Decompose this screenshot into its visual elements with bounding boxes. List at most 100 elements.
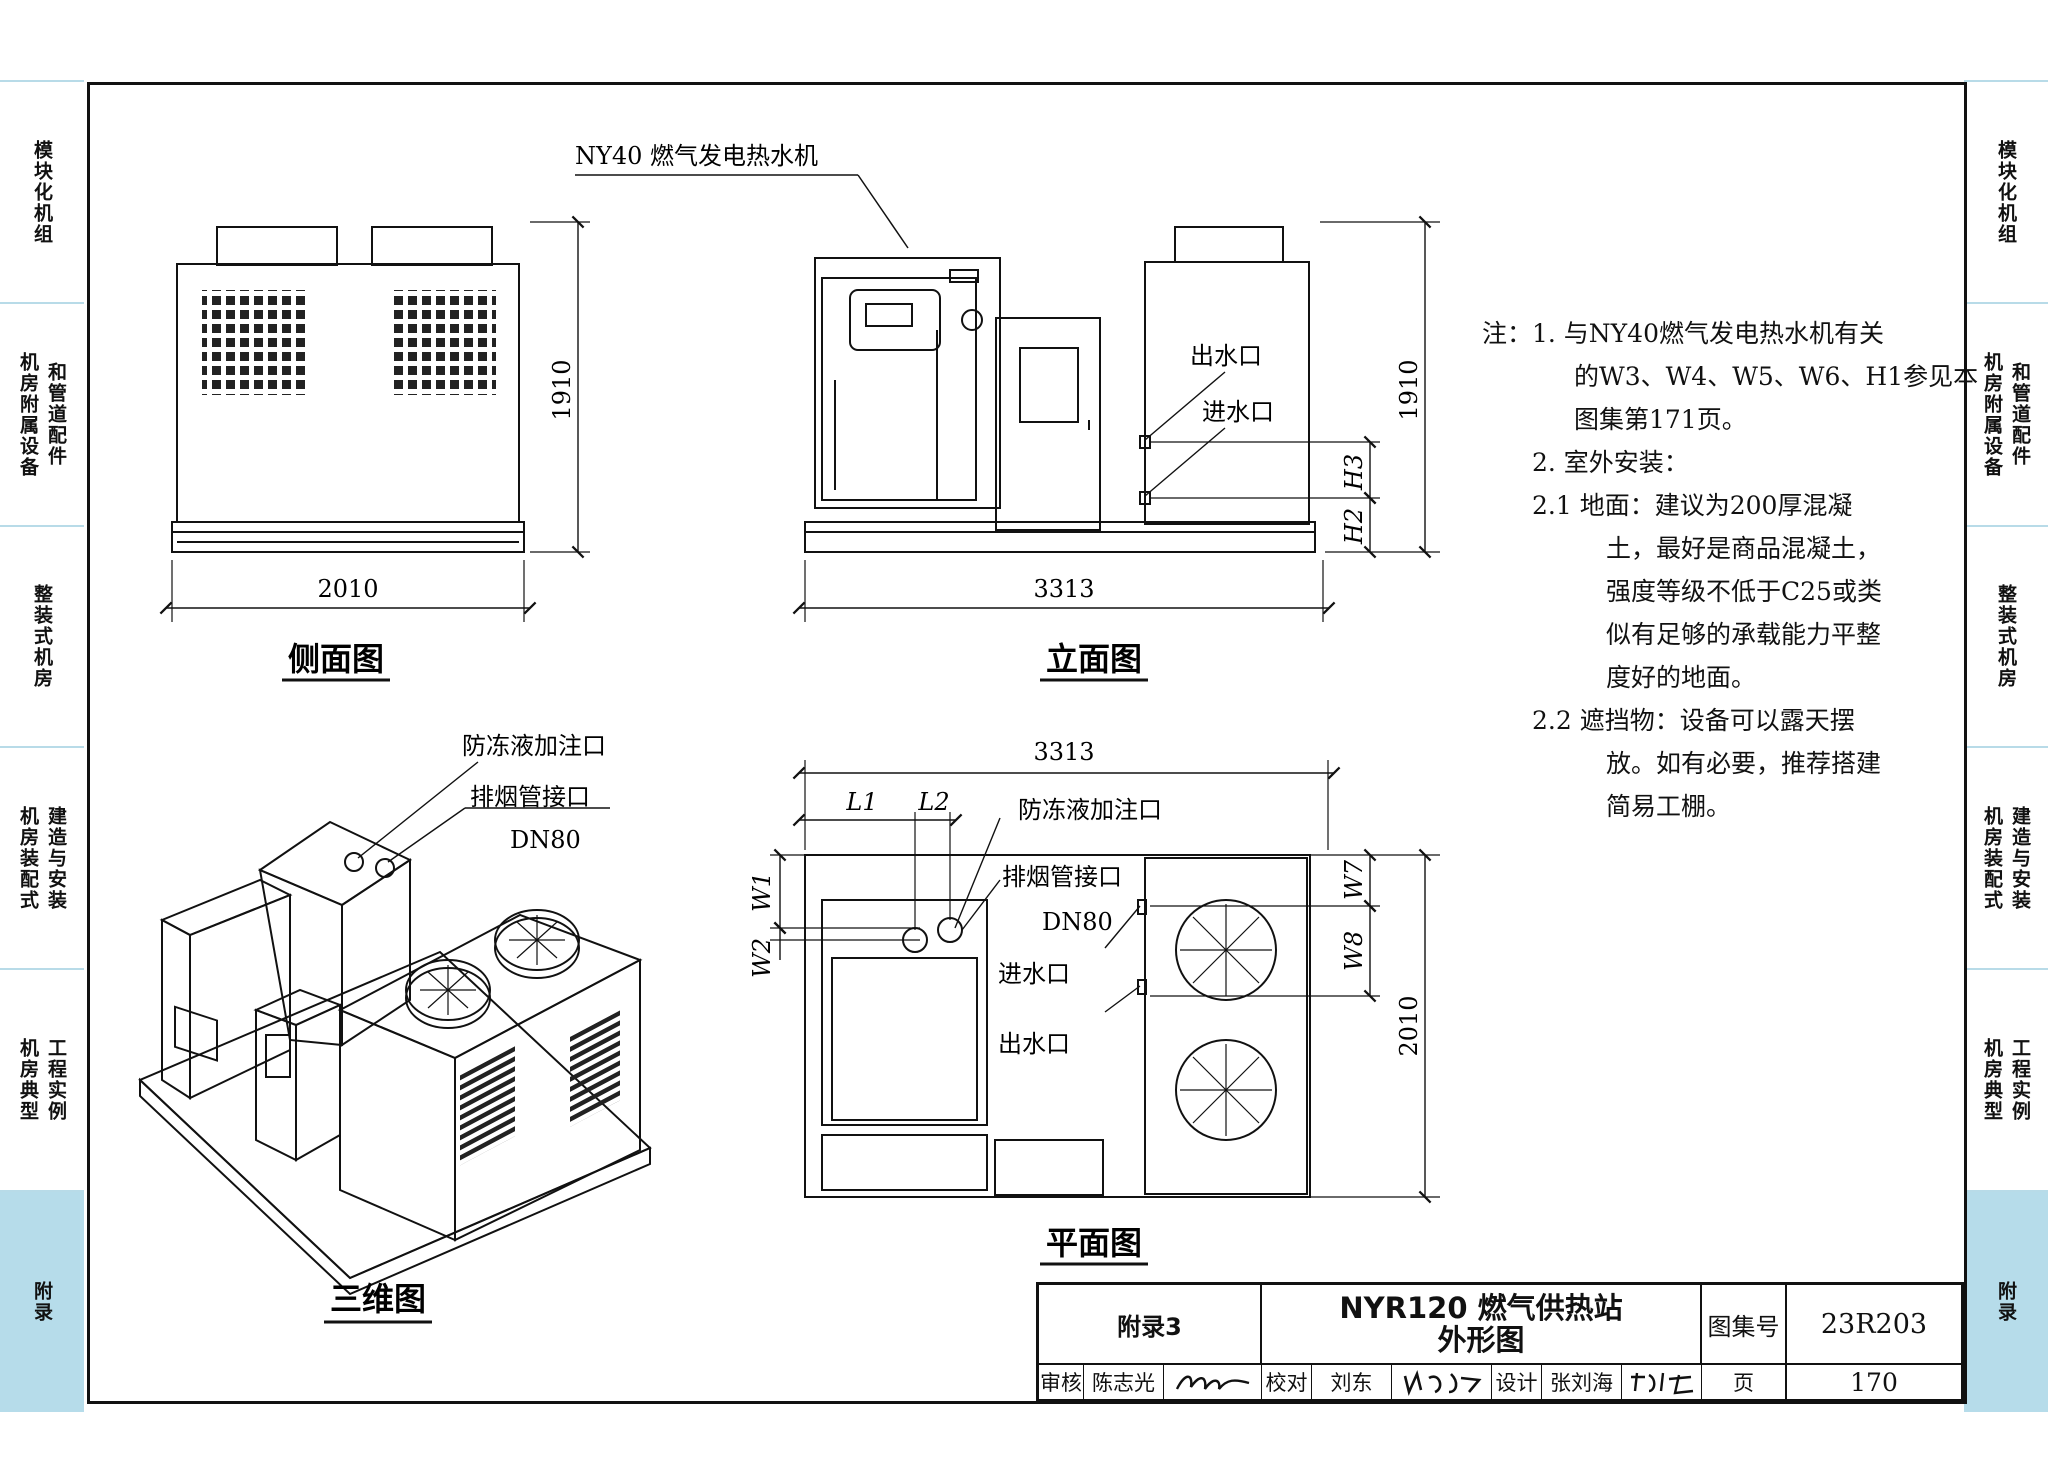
sidebar-tab-label: 机房装配式 — [17, 805, 39, 911]
note-line: 的W3、W4、W5、W6、H1参见本 — [1574, 362, 1979, 391]
left-sidebar-tab-4[interactable]: 机房装配式建造与安装 — [0, 746, 84, 968]
generator-callout: NY40 燃气发电热水机 — [575, 142, 818, 170]
right-sidebar-tab-5[interactable]: 机房典型工程实例 — [1964, 968, 2048, 1190]
right-sidebar-tab-3[interactable]: 整装式机房 — [1964, 525, 2048, 746]
plan-generator — [821, 899, 988, 1126]
sidebar-tab-label: 建造与安装 — [2009, 805, 2031, 911]
tb-page-no: 170 — [1850, 1367, 1898, 1397]
left-sidebar-tab-5[interactable]: 机房典型工程实例 — [0, 968, 84, 1190]
sidebar-tab-label: 建造与安装 — [45, 805, 67, 911]
side-view-fan-housing-2 — [371, 226, 493, 266]
sidebar-tab-label: 工程实例 — [2009, 1038, 2031, 1122]
plan-inlet-label: 进水口 — [998, 960, 1070, 988]
elevation-view-caption: 立面图 — [1046, 640, 1142, 678]
tb-title: NYR120 燃气供热站 外形图 — [1262, 1285, 1702, 1365]
sidebar-tab-label: 和管道配件 — [2009, 362, 2031, 467]
w2-dim: W2 — [748, 938, 776, 978]
elevation-height-dim: 1910 — [1395, 359, 1423, 420]
sidebar-tab-label: 机房装配式 — [1981, 805, 2003, 911]
plan-outlet-label: 出水口 — [998, 1030, 1070, 1058]
tb-page-label: 页 — [1702, 1365, 1787, 1399]
tb-design-label: 设计 — [1492, 1365, 1542, 1399]
control-panel — [849, 289, 941, 351]
sidebar-tab-label: 附录 — [31, 1281, 53, 1323]
plan-view-caption: 平面图 — [1046, 1224, 1142, 1262]
right-sidebar: 模块化机组机房附属设备和管道配件整装式机房机房装配式建造与安装机房典型工程实例附… — [1964, 80, 2048, 1412]
w1-dim: W1 — [748, 872, 776, 912]
elevation-inlet-label: 进水口 — [1202, 398, 1274, 426]
notes-block: 注：1. 与NY40燃气发电热水机有关的W3、W4、W5、W6、H1参见本图集第… — [1482, 312, 1979, 828]
left-sidebar-tab-6[interactable]: 附录 — [0, 1190, 84, 1412]
sidebar-tab-label: 模块化机组 — [31, 139, 53, 245]
elevation-heat-pump — [1144, 261, 1310, 525]
tb-title-line1: NYR120 燃气供热站 — [1339, 1291, 1623, 1325]
side-view-caption: 侧面图 — [288, 640, 384, 678]
tb-checker-signature — [1392, 1365, 1492, 1399]
note-line: 图集第171页。 — [1574, 405, 1747, 434]
plan-exhaust-label: 排烟管接口 — [1002, 863, 1122, 891]
iso-antifreeze-label: 防冻液加注口 — [462, 732, 606, 760]
note-line: 简易工棚。 — [1606, 792, 1732, 821]
tb-atlas-no: 23R203 — [1787, 1285, 1961, 1365]
right-sidebar-tab-4[interactable]: 机房装配式建造与安装 — [1964, 746, 2048, 968]
cabinet-window — [1019, 347, 1079, 423]
sidebar-tab-label: 整装式机房 — [1995, 584, 2017, 689]
note-line: 2.2 遮挡物：设备可以露天摆 — [1532, 706, 1855, 735]
l1-dim: L1 — [845, 788, 877, 816]
note-line: 强度等级不低于C25或类 — [1606, 577, 1882, 606]
sidebar-tab-label: 附录 — [1995, 1281, 2017, 1323]
side-height-dim: 1910 — [548, 359, 576, 420]
note-line: 放。如有必要，推荐搭建 — [1606, 749, 1882, 778]
side-view-skid — [171, 531, 525, 553]
iso-fan-spokes — [420, 915, 565, 1015]
control-display — [865, 303, 913, 327]
sidebar-tab-label: 工程实例 — [45, 1038, 67, 1122]
tb-title-line2: 外形图 — [1437, 1323, 1525, 1357]
sidebar-tab-label: 机房附属设备 — [17, 351, 39, 478]
plan-view — [770, 760, 1440, 1204]
sidebar-tab-label: 模块化机组 — [1995, 139, 2017, 245]
note-line: 注：1. 与NY40燃气发电热水机有关 — [1482, 319, 1884, 348]
elevation-base — [804, 531, 1316, 553]
sidebar-tab-label: 整装式机房 — [31, 584, 53, 689]
l2-dim: L2 — [917, 788, 949, 816]
h2-dim: H2 — [1340, 508, 1368, 545]
right-sidebar-tab-2[interactable]: 机房附属设备和管道配件 — [1964, 302, 2048, 525]
tb-checker: 刘东 — [1312, 1365, 1392, 1399]
sidebar-tab-label: 机房典型 — [1981, 1038, 2003, 1122]
side-width-dim: 2010 — [317, 575, 378, 603]
right-sidebar-tab-1[interactable]: 模块化机组 — [1964, 80, 2048, 302]
side-view-base-rail — [171, 521, 525, 533]
plan-antifreeze-label: 防冻液加注口 — [1018, 796, 1162, 824]
elevation-width-dim: 3313 — [1033, 575, 1094, 603]
plan-fan-spokes — [1180, 904, 1272, 1136]
left-sidebar-tab-1[interactable]: 模块化机组 — [0, 80, 84, 302]
iso-view — [138, 761, 652, 1296]
tb-designer-signature — [1622, 1365, 1702, 1399]
right-sidebar-tab-6[interactable]: 附录 — [1964, 1190, 2048, 1412]
tb-atlas-label: 图集号 — [1702, 1285, 1787, 1365]
tb-section: 附录3 — [1039, 1285, 1262, 1365]
tb-reviewer: 陈志光 — [1084, 1365, 1164, 1399]
left-sidebar-tab-2[interactable]: 机房附属设备和管道配件 — [0, 302, 84, 525]
left-sidebar-tab-3[interactable]: 整装式机房 — [0, 525, 84, 746]
elevation-cabinet — [995, 317, 1101, 531]
note-line: 度好的地面。 — [1606, 663, 1757, 692]
side-view-fan-housing-1 — [216, 226, 338, 266]
note-line: 土，最好是商品混凝土， — [1606, 534, 1882, 563]
tb-review-label: 审核 — [1039, 1365, 1084, 1399]
side-view — [159, 215, 590, 622]
side-view-grille-1 — [202, 290, 306, 395]
plan-heat-pump — [1144, 857, 1308, 1195]
note-line: 2. 室外安装： — [1532, 448, 1689, 477]
plan-dn-label: DN80 — [1042, 908, 1113, 936]
sidebar-tab-label: 机房附属设备 — [1981, 351, 2003, 478]
sidebar-tab-label: 和管道配件 — [45, 362, 67, 467]
note-line: 似有足够的承载能力平整 — [1606, 620, 1882, 649]
generator-cabinet — [821, 277, 977, 501]
h3-dim: H3 — [1340, 454, 1368, 491]
drawing-frame — [87, 82, 1967, 1404]
side-view-grille-2 — [392, 290, 496, 395]
elevation-outlet-label: 出水口 — [1190, 342, 1262, 370]
